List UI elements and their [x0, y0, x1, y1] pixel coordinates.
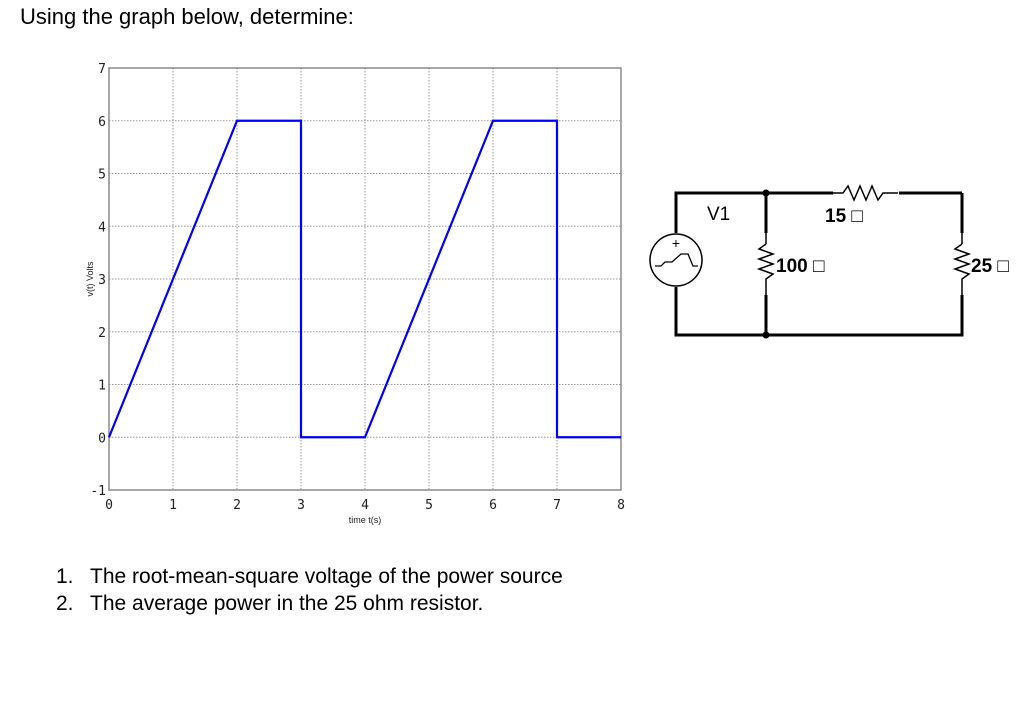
x-tick-label: 5 — [425, 498, 433, 513]
y-tick-label: 1 — [98, 379, 106, 394]
y-tick-label: 2 — [98, 326, 106, 341]
waveform-glyph-icon — [655, 253, 698, 267]
plot-frame — [108, 67, 622, 491]
y-tick-label: -1 — [90, 484, 106, 499]
r-series-label: 15 □ — [825, 206, 863, 227]
resistor-25-icon — [952, 243, 972, 295]
wire-bottom — [674, 287, 964, 337]
x-tick-label: 1 — [169, 498, 177, 513]
source-label: V1 — [707, 204, 730, 225]
junction-top — [762, 189, 770, 197]
y-tick-label: 6 — [98, 115, 106, 130]
y-axis-label: v(t) Volts — [85, 261, 95, 297]
voltage-source-icon — [649, 233, 703, 287]
x-tick-label: 8 — [617, 498, 625, 513]
intro-text: Using the graph below, determine: — [20, 4, 354, 29]
polarity-plus: + — [672, 235, 680, 251]
x-tick-label: 7 — [553, 498, 561, 513]
x-tick-label: 6 — [489, 498, 497, 513]
y-tick-label: 5 — [98, 168, 106, 183]
question-item: 2.The average power in the 25 ohm resist… — [56, 592, 484, 615]
x-tick-label: 4 — [361, 498, 369, 513]
question-text: The average power in the 25 ohm resistor… — [90, 592, 484, 615]
resistor-100-icon — [756, 243, 776, 295]
y-tick-label: 4 — [98, 220, 106, 235]
x-tick-label: 3 — [297, 498, 305, 513]
resistor-15-icon — [833, 184, 898, 202]
question-item: 1.The root-mean-square voltage of the po… — [56, 565, 563, 588]
r-shunt-label: 100 □ — [776, 256, 825, 277]
y-tick-label: 7 — [98, 62, 106, 77]
question-text: The root-mean-square voltage of the powe… — [90, 565, 563, 588]
x-tick-label: 2 — [233, 498, 241, 513]
series-line — [107, 119, 621, 439]
y-tick-label: 3 — [98, 273, 106, 288]
x-axis-label: time t(s) — [349, 515, 382, 525]
r-load-label: 25 □ — [971, 256, 1009, 277]
question-list: 1.The root-mean-square voltage of the po… — [56, 563, 563, 617]
junction-bottom — [762, 331, 770, 339]
x-tick-label: 0 — [105, 498, 113, 513]
circuit-diagram: + V1 100 □ 15 □ 25 □ — [649, 184, 1009, 339]
y-tick-label: 0 — [98, 431, 106, 446]
